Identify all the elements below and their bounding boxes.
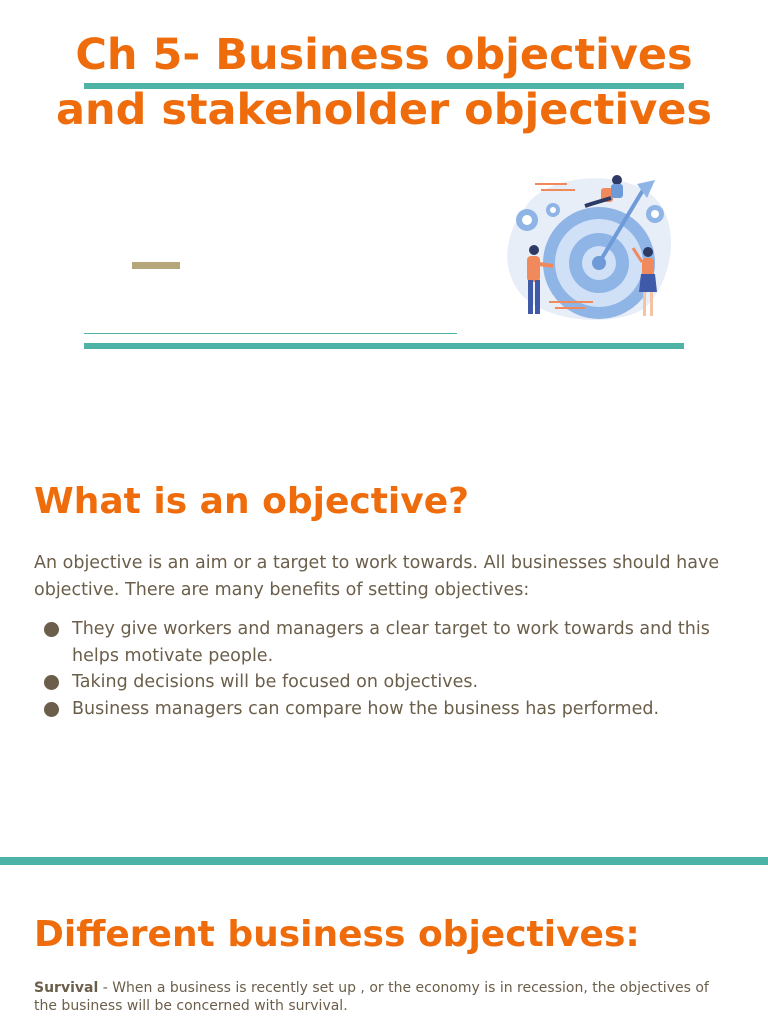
intro-paragraph: An objective is an aim or a target to wo… [34,553,720,600]
slide-divider [0,857,768,865]
list-item-text: They give workers and managers a clear t… [72,619,710,666]
title-bottom-bar [84,343,684,349]
bullet-dot-icon [44,622,59,637]
thin-divider-line [84,333,457,334]
survival-paragraph: Survival - When a business is recently s… [34,979,734,1015]
slide-title-line-1: Ch 5- Business objectives [75,30,693,80]
list-item: Business managers can compare how the bu… [34,696,744,723]
bullet-dot-icon [44,701,59,717]
section-heading-objective: What is an objective? [34,481,470,522]
list-item-text: Business managers can compare how the bu… [72,698,660,719]
bullet-dot-icon [44,675,59,690]
title-accent-bar [84,83,684,89]
slide-title-line-2: and stakeholder objectives [56,85,712,135]
benefits-list: They give workers and managers a clear t… [34,616,744,722]
title-slide: Ch 5- Business objectives and stakeholde… [0,28,768,138]
section-heading-different-objectives: Different business objectives: [34,914,640,955]
list-item: Taking decisions will be focused on obje… [34,669,744,696]
list-item-text: Taking decisions will be focused on obje… [72,672,479,692]
survival-term: Survival [34,980,99,996]
list-item: They give workers and managers a clear t… [34,616,744,669]
target-arrow-team-icon [507,175,672,320]
decorative-dash [132,262,180,269]
survival-description: - When a business is recently set up , o… [34,980,709,1014]
